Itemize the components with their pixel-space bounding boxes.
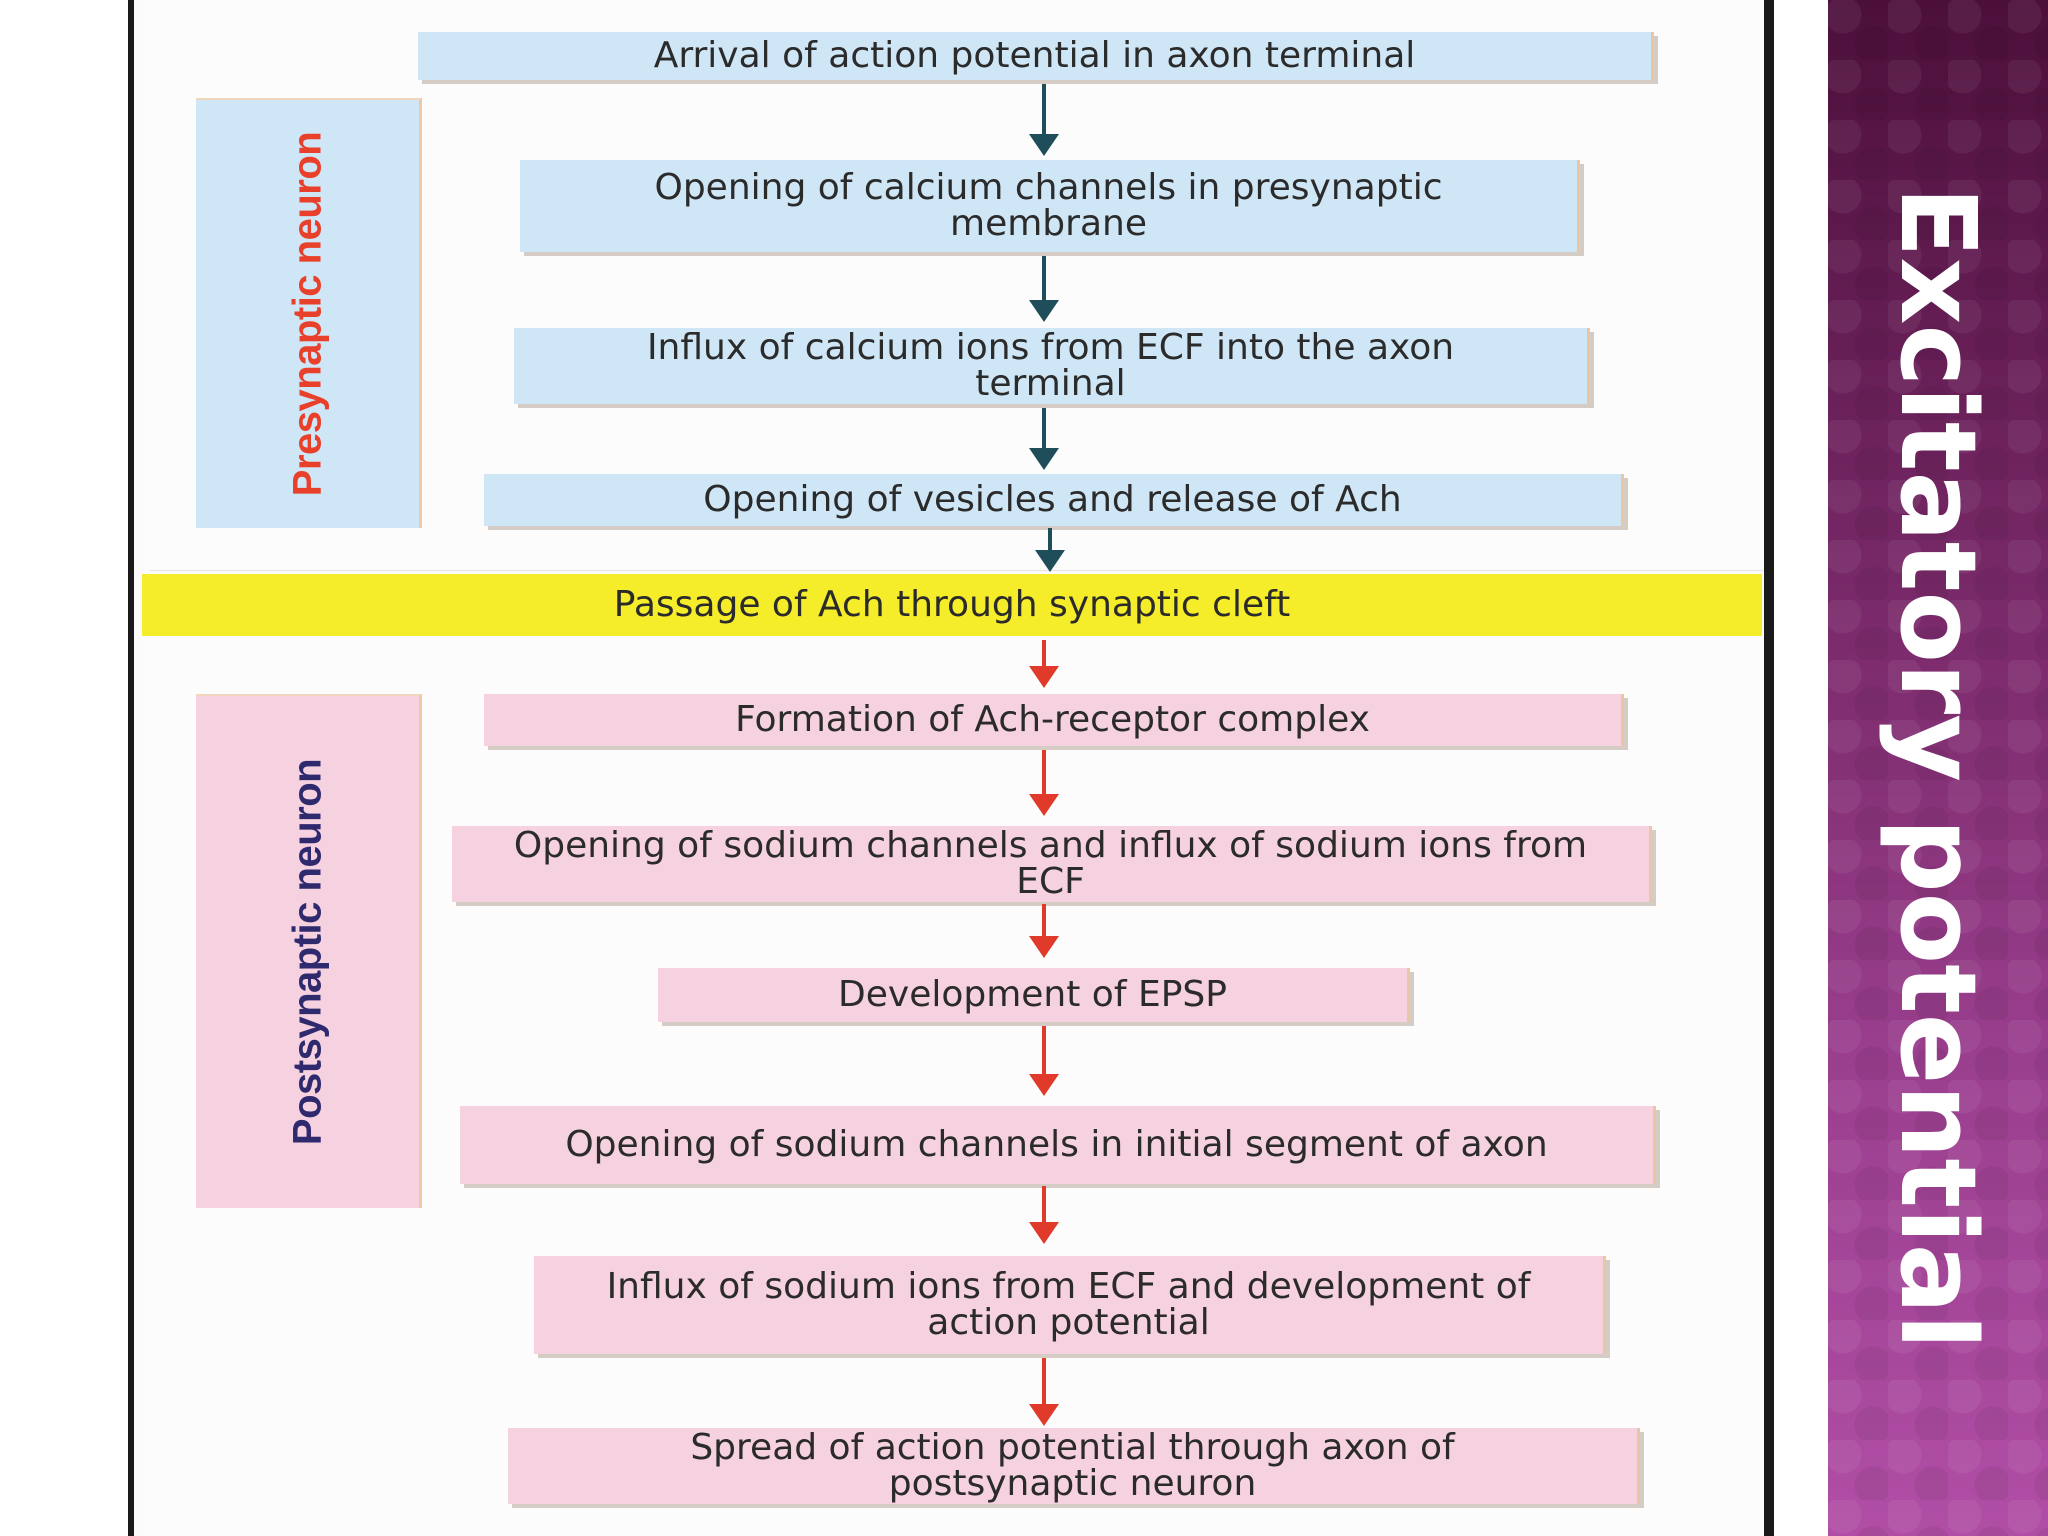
title-band-pattern xyxy=(1828,0,2048,1536)
title-band: Excitatory potential xyxy=(1828,0,2048,1536)
postsynaptic-label: Postsynaptic neuron xyxy=(285,758,329,1146)
synaptic-cleft-band: Passage of Ach through synaptic cleft xyxy=(142,574,1762,636)
step-spread-action-potential: Spread of action potential through axon … xyxy=(508,1428,1640,1504)
postsynaptic-label-box: Postsynaptic neuron xyxy=(196,694,422,1208)
presynaptic-label-box: Presynaptic neuron xyxy=(196,98,422,528)
presynaptic-label: Presynaptic neuron xyxy=(285,131,329,497)
step-opening-sodium-channels: Opening of sodium channels and influx of… xyxy=(452,826,1652,902)
step-opening-calcium-channels: Opening of calcium channels in presynapt… xyxy=(520,160,1580,252)
step-influx-sodium-action-potential: Influx of sodium ions from ECF and devel… xyxy=(534,1256,1606,1354)
slide-title: Excitatory potential xyxy=(1877,186,1999,1350)
flowchart-frame: Presynaptic neuron Arrival of action pot… xyxy=(128,0,1774,1536)
step-formation-receptor-complex: Formation of Ach-receptor complex xyxy=(484,694,1624,746)
step-opening-vesicles: Opening of vesicles and release of Ach xyxy=(484,474,1624,526)
step-arrival-action-potential: Arrival of action potential in axon term… xyxy=(418,32,1654,80)
step-influx-calcium-ions: Influx of calcium ions from ECF into the… xyxy=(514,328,1590,404)
step-development-epsp: Development of EPSP xyxy=(658,968,1410,1022)
step-sodium-channels-initial-segment: Opening of sodium channels in initial se… xyxy=(460,1106,1656,1184)
